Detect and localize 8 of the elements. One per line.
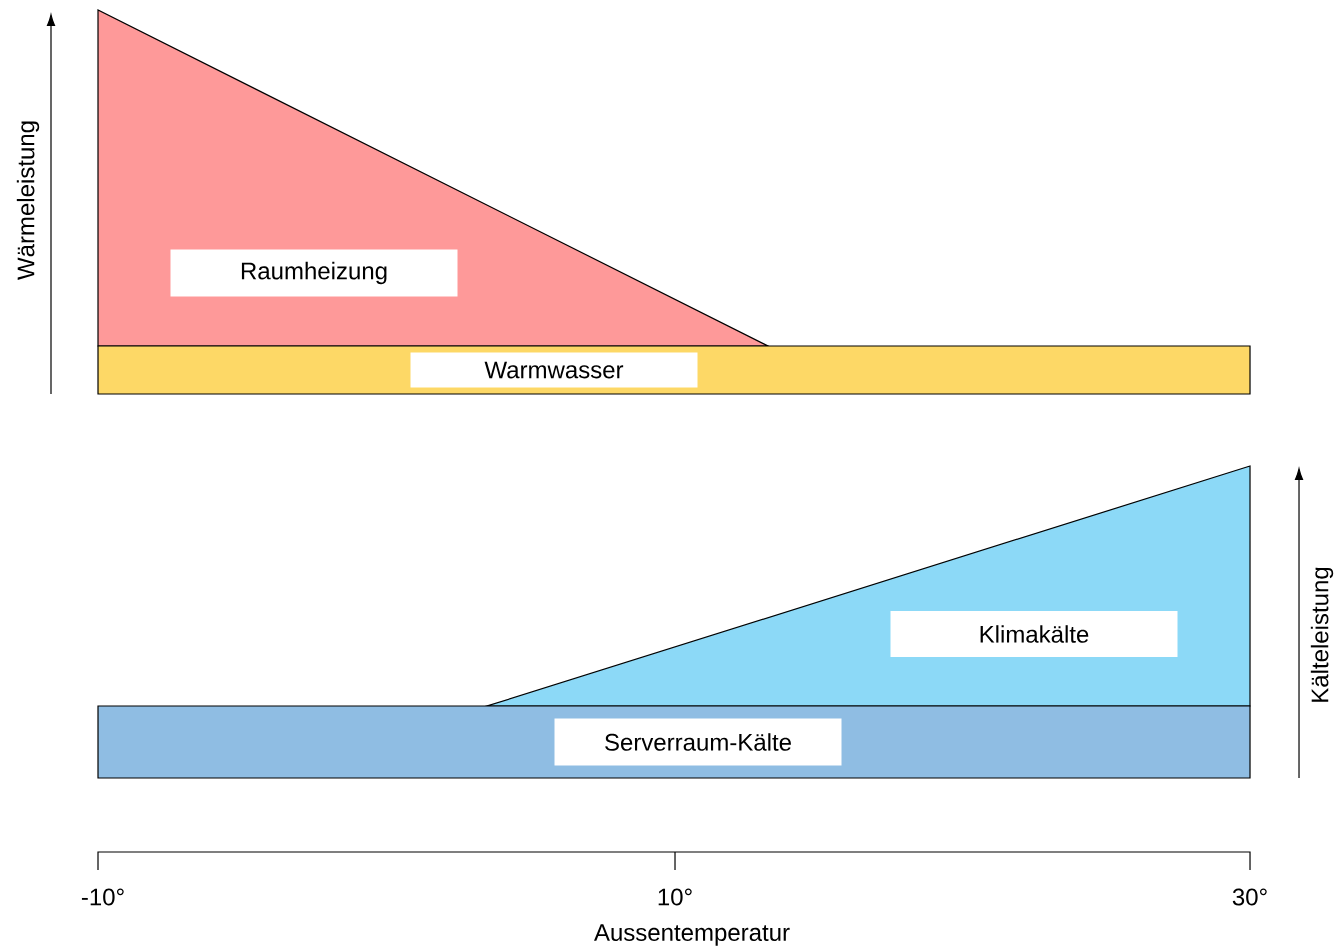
axis-label: Kälteleistung — [1310, 567, 1334, 702]
tick-label: 10° — [658, 888, 692, 906]
axis-label: Wärmeleistung — [16, 121, 40, 280]
tick-label: 30° — [1232, 888, 1267, 906]
hot-water-band: Warmwasser — [97, 345, 1251, 395]
tick-label: -10° — [81, 888, 124, 906]
axis-label: Aussentemperatur — [594, 924, 790, 946]
server-cooling-band: Serverraum-Kälte — [97, 705, 1251, 779]
